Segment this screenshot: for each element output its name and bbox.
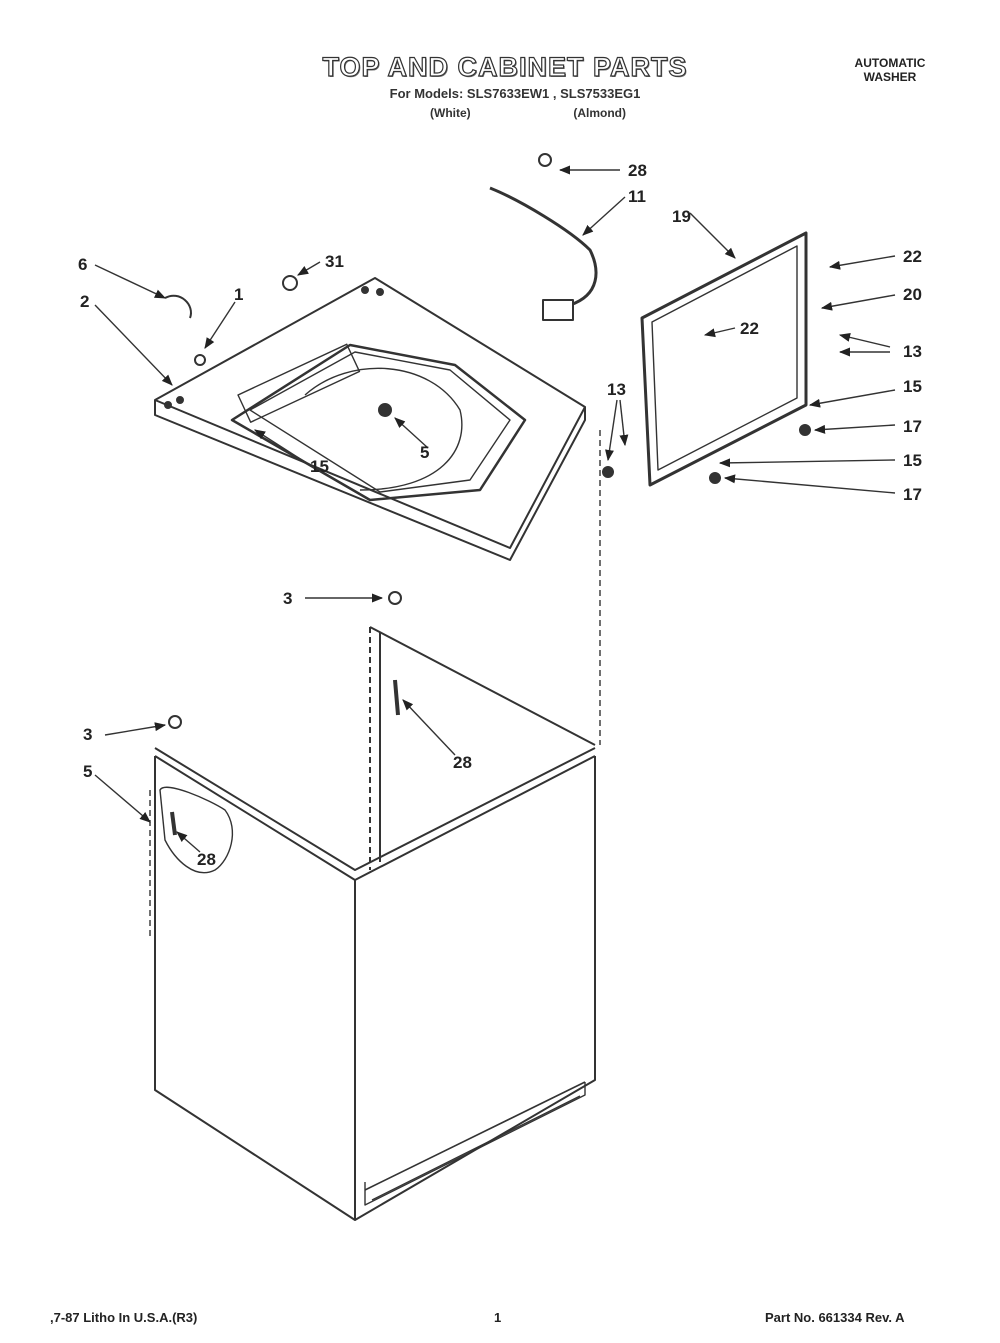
callout-6: 6 — [78, 255, 87, 274]
callout-5-cabinet: 5 — [83, 762, 92, 781]
part-28-screw-side — [170, 811, 177, 836]
models-line: For Models: SLS7633EW1 , SLS7533EG1 — [389, 86, 641, 101]
variant-line: (White) (Almond) — [430, 106, 680, 120]
callout-3-upper: 3 — [283, 589, 292, 608]
callout-15-lower: 15 — [903, 451, 922, 470]
lid-switch-harness — [489, 153, 598, 321]
part-17-bumper-upper — [799, 424, 811, 436]
callout-11: 11 — [628, 187, 646, 206]
page-title: TOP AND CABINET PARTS — [322, 51, 688, 82]
callout-1: 1 — [234, 285, 243, 304]
callout-15-upper: 15 — [903, 377, 922, 396]
part-31-bumper — [282, 275, 298, 291]
callout-17-lower: 17 — [903, 485, 922, 504]
callout-19: 19 — [672, 207, 691, 226]
footer-page-number: 1 — [494, 1310, 502, 1325]
callout-17-upper: 17 — [903, 417, 922, 436]
part-28-screw-cabinet — [393, 679, 400, 716]
washer-top-panel — [154, 277, 586, 561]
part-1-clip — [194, 354, 206, 366]
part-17-bumper-lower — [709, 472, 721, 484]
callout-labels: 28 11 19 22 20 13 15 17 15 17 22 13 6 31… — [78, 161, 922, 869]
product-type-label: AUTOMATIC WASHER — [835, 56, 945, 84]
variant-almond: (Almond) — [573, 106, 626, 120]
callout-2: 2 — [80, 292, 89, 311]
callout-15-top: 15 — [310, 457, 329, 476]
part-3-clip-upper — [388, 591, 402, 605]
part-6-hinge — [164, 294, 192, 319]
footer-litho: ,7-87 Litho In U.S.A.(R3) — [50, 1310, 198, 1325]
callout-3-lower: 3 — [83, 725, 92, 744]
footer-part-number: Part No. 661334 Rev. A — [765, 1310, 905, 1325]
washer-lid — [640, 231, 808, 487]
callout-22-lid: 22 — [740, 319, 759, 338]
product-type-line-2: WASHER — [863, 70, 917, 84]
washer-cabinet — [154, 626, 596, 1221]
callout-28-cabinet: 28 — [453, 753, 472, 772]
product-type-line-1: AUTOMATIC — [854, 56, 926, 70]
callout-31: 31 — [325, 252, 344, 271]
part-5-screw — [378, 403, 392, 417]
part-3-clip-lower — [168, 715, 182, 729]
callout-28-side: 28 — [197, 850, 216, 869]
callout-5-top: 5 — [420, 443, 429, 462]
part-13-screw — [602, 466, 614, 478]
callout-22-right: 22 — [903, 247, 922, 266]
callout-13-right: 13 — [903, 342, 922, 361]
callout-28-top: 28 — [628, 161, 647, 180]
variant-white: (White) — [430, 106, 471, 120]
callout-20: 20 — [903, 285, 922, 304]
callout-13-left: 13 — [607, 380, 626, 399]
